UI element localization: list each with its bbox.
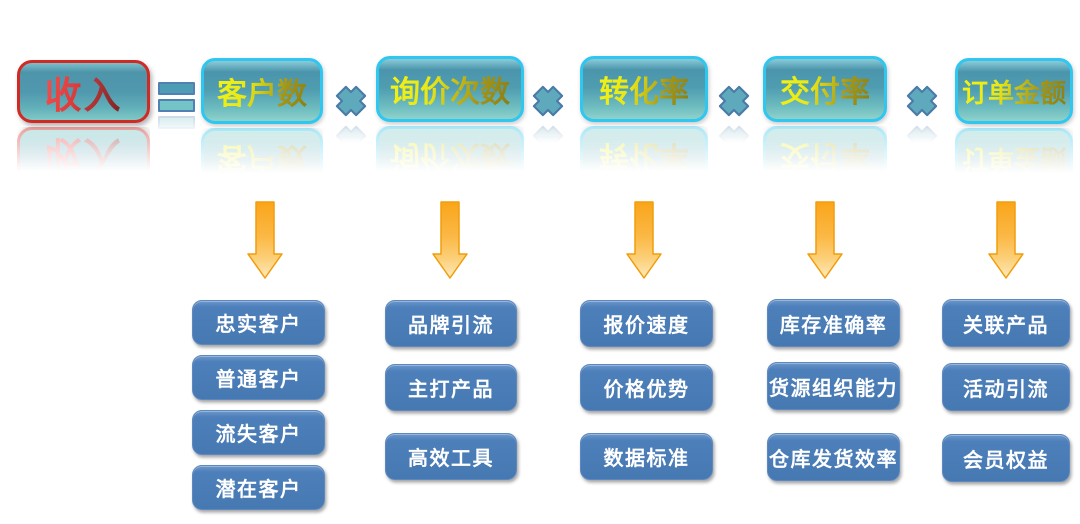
down-arrow-icon	[247, 201, 283, 279]
item-label: 忠实客户	[215, 312, 302, 336]
factor-label: 订单金额	[962, 73, 1066, 110]
revenue-label: 收入	[45, 65, 123, 119]
item-label: 价格优势	[603, 377, 690, 401]
item-label: 普通客户	[215, 367, 302, 391]
multiply-icon	[335, 85, 367, 117]
item-label: 仓库发货效率	[769, 446, 898, 471]
item-box: 普通客户	[192, 355, 325, 400]
item-box: 会员权益	[942, 434, 1070, 482]
down-arrow-icon	[432, 201, 468, 279]
item-label: 流失客户	[215, 422, 302, 446]
item-label: 报价速度	[603, 313, 690, 337]
item-box: 流失客户	[192, 410, 325, 455]
multiply-icon	[906, 85, 938, 117]
item-box: 货源组织能力	[767, 362, 900, 410]
factor-box-customers: 客户数	[201, 58, 323, 124]
item-label: 潜在客户	[215, 477, 302, 501]
factor-box-inquiries: 询价次数	[376, 56, 524, 122]
factor-label: 询价次数	[390, 67, 510, 111]
item-label: 活动引流	[963, 376, 1049, 401]
item-label: 高效工具	[408, 446, 494, 470]
factor-label: 交付率	[780, 67, 870, 111]
equals-icon	[158, 82, 195, 112]
down-arrow-icon	[988, 201, 1024, 279]
multiply-icon	[718, 85, 750, 117]
item-box: 活动引流	[942, 363, 1070, 411]
item-box: 关联产品	[942, 299, 1070, 347]
factor-label: 客户数	[217, 69, 307, 113]
item-label: 品牌引流	[408, 313, 494, 337]
down-arrow-icon	[626, 201, 662, 279]
revenue-box: 收入	[17, 60, 150, 123]
multiply-icon	[532, 85, 564, 117]
item-box: 主打产品	[385, 364, 517, 411]
item-box: 仓库发货效率	[767, 433, 900, 481]
item-box: 报价速度	[580, 300, 713, 347]
item-box: 数据标准	[580, 433, 713, 480]
down-arrow-icon	[807, 201, 843, 279]
item-box: 潜在客户	[192, 465, 325, 510]
item-box: 忠实客户	[192, 300, 325, 345]
factor-box-conversion: 转化率	[580, 56, 708, 122]
factor-box-delivery: 交付率	[763, 56, 887, 122]
item-box: 库存准确率	[767, 299, 900, 347]
item-label: 关联产品	[963, 312, 1049, 337]
item-label: 主打产品	[408, 377, 494, 401]
factor-label: 转化率	[599, 67, 689, 111]
item-box: 品牌引流	[385, 300, 517, 347]
item-label: 数据标准	[603, 446, 690, 470]
factor-box-order-amount: 订单金额	[955, 58, 1073, 124]
item-label: 会员权益	[963, 447, 1049, 472]
item-box: 价格优势	[580, 364, 713, 411]
item-label: 库存准确率	[779, 312, 888, 337]
item-label: 货源组织能力	[769, 375, 898, 400]
item-box: 高效工具	[385, 433, 517, 480]
